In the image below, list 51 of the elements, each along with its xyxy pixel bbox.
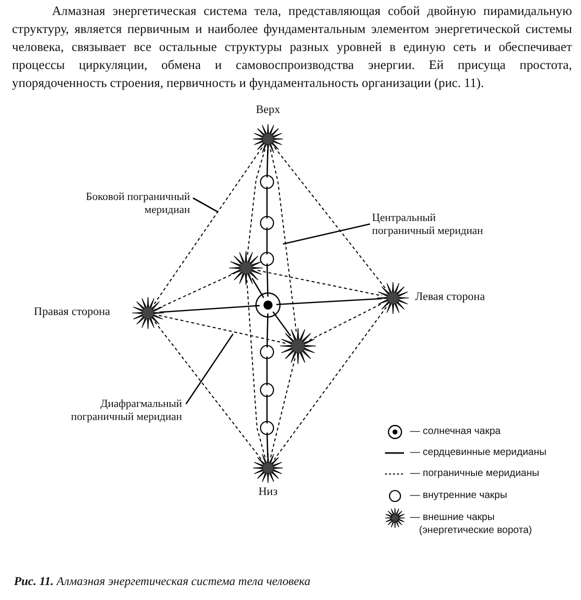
- callout-text: Боковой пограничный меридиан: [78, 191, 190, 217]
- star-burst: [252, 452, 284, 484]
- star-burst: [280, 328, 316, 364]
- legend-text: — солнечная чакра: [410, 425, 502, 438]
- meridian-line: [266, 228, 268, 254]
- meridian-line: [266, 264, 268, 297]
- star-burst: [228, 250, 264, 286]
- node-label: Левая сторона: [414, 291, 486, 304]
- callout-text: Диафрагмальный пограничный меридиан: [66, 398, 182, 424]
- callout-text: Центральный пограничный меридиан: [372, 212, 486, 238]
- star-burst: [376, 282, 410, 314]
- ring-circle: [260, 216, 274, 230]
- legend-text: — внешние чакры (энергетические ворота): [410, 511, 533, 537]
- meridian-line: [266, 313, 268, 348]
- meridian-line: [274, 306, 387, 460]
- meridian-line: [154, 147, 263, 304]
- ring-circle: [260, 252, 274, 266]
- legend-text: — сердцевинные меридианы: [410, 446, 548, 459]
- meridian-line: [276, 298, 382, 306]
- meridian-line: [308, 302, 384, 341]
- dotted-circle: [255, 292, 281, 318]
- ring-circle: [260, 420, 274, 436]
- meridian-line: [257, 270, 383, 296]
- legend-text: — внутренние чакры: [410, 489, 508, 502]
- meridian-line: [159, 304, 260, 313]
- meridian-line: [272, 311, 292, 336]
- meridian-line: [252, 278, 264, 298]
- node-label: Верх: [254, 104, 282, 117]
- ring-circle: [260, 344, 274, 360]
- meridian-line: [270, 358, 296, 458]
- ring-circle: [260, 174, 274, 190]
- meridian-line: [266, 186, 268, 218]
- meridian-line: [266, 394, 268, 424]
- leader-line: [192, 197, 218, 213]
- star-burst: [252, 124, 284, 154]
- meridian-line: [246, 148, 266, 257]
- leader-line: [185, 334, 234, 404]
- meridian-line: [266, 356, 268, 386]
- meridian-line: [270, 148, 297, 334]
- node-label: Низ: [257, 486, 278, 499]
- figure-caption: Рис. 11. Алмазная энергетическая система тела человека: [14, 574, 310, 589]
- body-paragraph: Алмазная энергетическая система тела, представляющая собой двойную пирамидальную структуру, является первичным и наиболее фундаментальным элементом энергетической системы человека, связывает все остальные структуры разных уровней в единую сеть и обеспечивает процессы циркуляции, обмена и самовоспроизводства энергии. Ей присуща простота, упорядоченность строения, первичность и фундаментальность организации (рис. 11).: [12, 3, 572, 92]
- node-label: Правая сторона: [32, 306, 112, 319]
- meridian-line: [154, 321, 262, 460]
- ring-circle: [260, 382, 274, 398]
- star-burst: [132, 296, 164, 330]
- meridian-line: [158, 314, 286, 344]
- leader-line: [282, 223, 370, 245]
- legend-text: — пограничные меридианы: [410, 467, 540, 480]
- meridian-line: [274, 146, 387, 290]
- meridian-line: [158, 272, 236, 309]
